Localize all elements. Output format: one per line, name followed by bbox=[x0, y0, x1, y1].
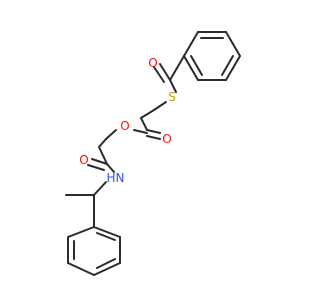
chemical-structure: O S O O O N H bbox=[65, 31, 241, 276]
bond bbox=[93, 181, 107, 196]
bond bbox=[169, 79, 177, 93]
ring-double-bond bbox=[96, 232, 116, 241]
ester-carbonyl-oxygen-label: O bbox=[162, 132, 171, 146]
ester-group bbox=[98, 117, 161, 148]
ester-oxygen-label: O bbox=[120, 119, 129, 133]
ring-bond bbox=[93, 262, 121, 276]
ring-double-bond bbox=[221, 55, 234, 76]
ring-double-bond bbox=[96, 258, 116, 269]
ring-bond bbox=[225, 55, 241, 81]
bond bbox=[153, 101, 167, 111]
carbonyl-bond bbox=[146, 135, 161, 140]
bond bbox=[98, 138, 107, 148]
carbonyl-bond bbox=[159, 63, 171, 81]
phenyl-ring bbox=[67, 226, 121, 276]
ring-bond bbox=[67, 226, 95, 238]
ring-bond bbox=[183, 31, 199, 57]
phenylethyl-group bbox=[65, 194, 95, 228]
bond bbox=[98, 146, 108, 165]
structure-canvas: O S O O O N H bbox=[65, 31, 241, 276]
bond bbox=[106, 163, 115, 173]
ring-double-bond bbox=[190, 55, 203, 76]
atom-labels: O S O O O N H bbox=[79, 56, 176, 185]
carbonyl-bond bbox=[87, 164, 105, 171]
bond bbox=[140, 117, 148, 131]
ring-bond bbox=[93, 226, 121, 238]
bond bbox=[133, 129, 148, 134]
amide-hydrogen-label: H bbox=[106, 171, 115, 185]
bond bbox=[105, 129, 117, 140]
ring-bond bbox=[183, 55, 199, 81]
carbonyl-bond bbox=[146, 129, 161, 134]
sulfur-label: S bbox=[168, 90, 176, 104]
benzoyl-ring bbox=[183, 31, 241, 81]
thioester-oxygen-label: O bbox=[148, 56, 157, 70]
ring-bond bbox=[67, 262, 95, 276]
amide-oxygen-label: O bbox=[79, 153, 88, 167]
amide-group bbox=[87, 146, 115, 196]
ring-bond bbox=[225, 31, 241, 57]
thioester-group bbox=[140, 55, 185, 119]
bond bbox=[169, 55, 185, 81]
carbonyl-bond bbox=[153, 66, 165, 83]
bond bbox=[140, 109, 155, 119]
amide-nitrogen-label: N bbox=[116, 171, 125, 185]
carbonyl-bond bbox=[91, 158, 108, 165]
